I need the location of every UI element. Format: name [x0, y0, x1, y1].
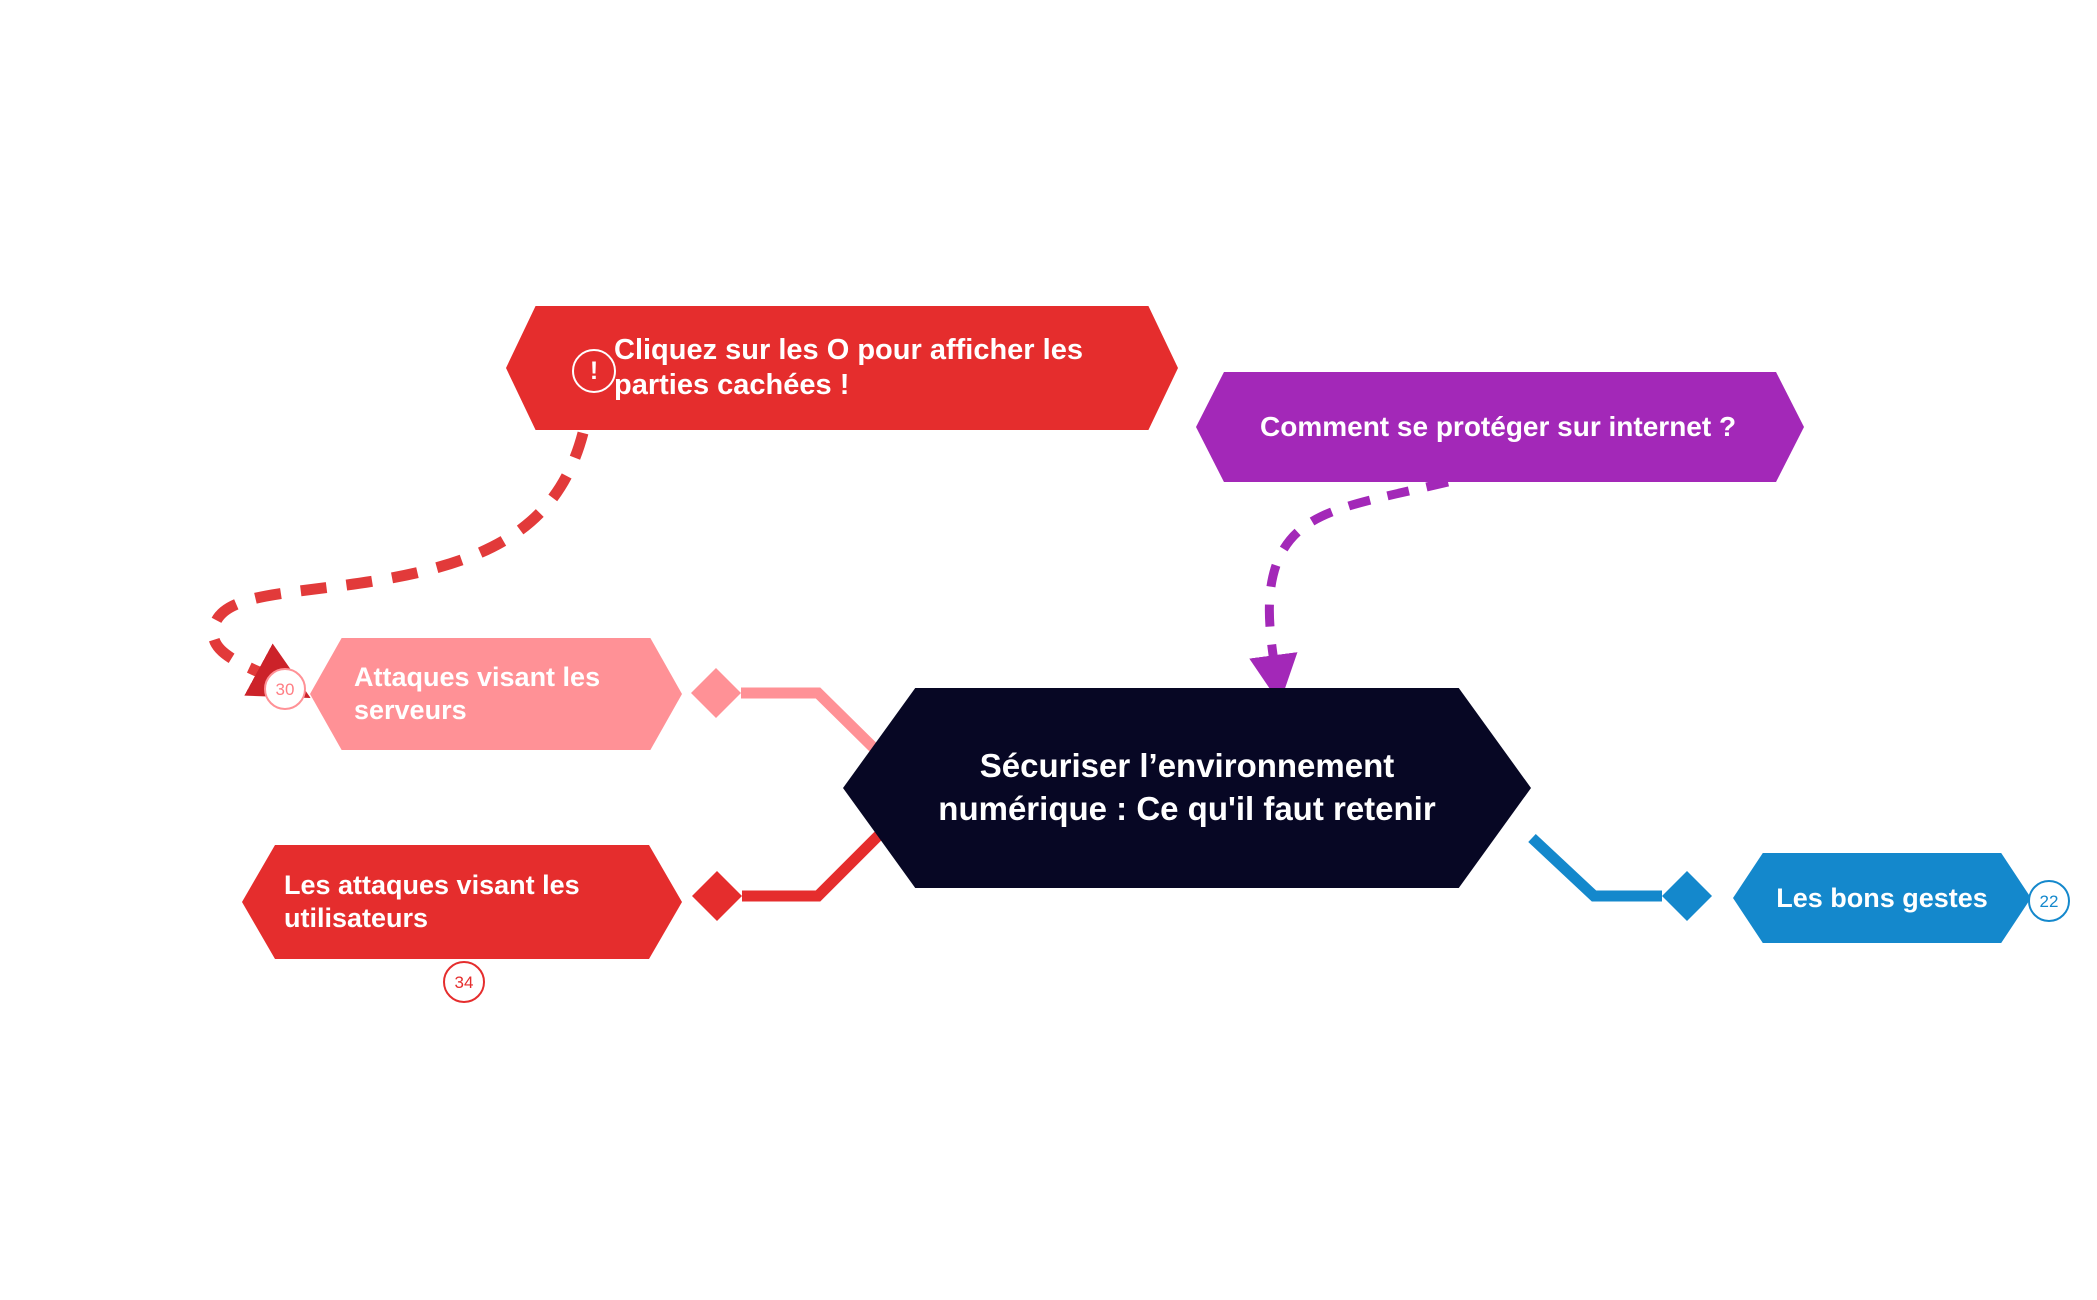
connector-central-to-gestures	[1528, 833, 1712, 921]
badge-users-count[interactable]: 34	[443, 961, 485, 1003]
node-users-label: Les attaques visant les utilisateurs	[284, 870, 580, 933]
node-servers-label: Attaques visant les serveurs	[354, 662, 601, 725]
connector-protect-to-central	[1249, 477, 1450, 704]
connector-instruction-to-servers	[207, 431, 589, 698]
node-instruction-banner[interactable]: Cliquez sur les O pour afficher les part…	[506, 306, 1178, 430]
node-central-topic[interactable]: Sécuriser l’environnement numérique : Ce…	[843, 688, 1531, 888]
node-instruction-label: Cliquez sur les O pour afficher les part…	[614, 333, 1083, 401]
node-gestures-label: Les bons gestes	[1776, 882, 1988, 913]
connector-servers-to-central	[691, 668, 890, 764]
node-comment-se-proteger[interactable]: Comment se protéger sur internet ?	[1196, 372, 1804, 482]
exclamation-circle-icon: !	[572, 349, 616, 393]
badge-gestures-count[interactable]: 22	[2028, 880, 2070, 922]
node-attaques-serveurs[interactable]: Attaques visant les serveurs	[310, 638, 682, 750]
connector-users-to-central	[692, 822, 892, 921]
node-central-label: Sécuriser l’environnement numérique : Ce…	[938, 747, 1436, 827]
badge-servers-count[interactable]: 30	[264, 668, 306, 710]
node-bons-gestes[interactable]: Les bons gestes	[1733, 853, 2031, 943]
node-attaques-utilisateurs[interactable]: Les attaques visant les utilisateurs	[242, 845, 682, 959]
node-protect-label: Comment se protéger sur internet ?	[1260, 410, 1737, 442]
